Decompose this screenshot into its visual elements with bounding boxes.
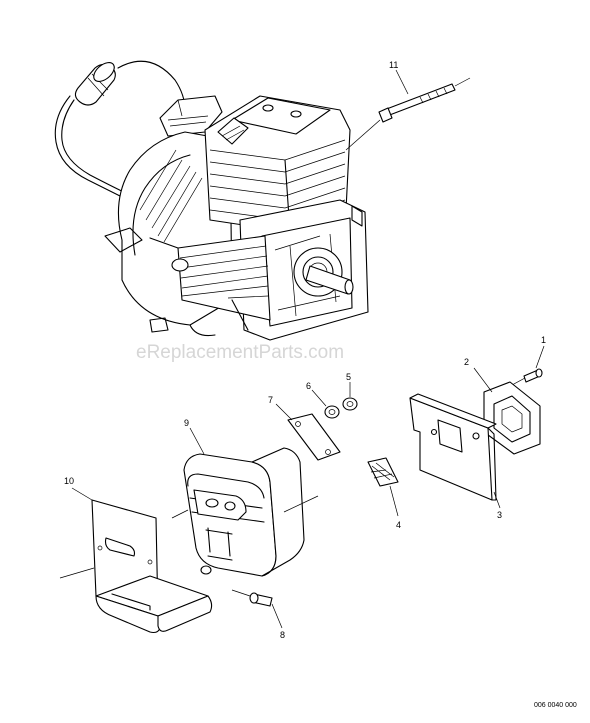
- spark-plug-boot: [54, 62, 131, 201]
- watermark: eReplacementParts.com: [136, 342, 344, 363]
- callout-8: 8: [280, 630, 285, 640]
- crankcase: [239, 199, 369, 341]
- part-4-spark-screen: [367, 457, 399, 517]
- part-7-gasket: [275, 403, 341, 461]
- part-10-heat-shield: [59, 487, 213, 634]
- cylinder: [204, 95, 351, 233]
- callout-6: 6: [306, 381, 311, 391]
- callout-11: 11: [389, 60, 398, 70]
- engine-assembly: [54, 60, 369, 341]
- callout-4: 4: [396, 520, 401, 530]
- callout-5: 5: [346, 372, 351, 382]
- callout-2: 2: [464, 357, 469, 367]
- callout-3: 3: [497, 510, 502, 520]
- part-1-screw: [511, 345, 545, 386]
- cooling-fins: [149, 235, 271, 331]
- document-number: 006 0040 000: [534, 702, 577, 709]
- callout-7: 7: [268, 395, 273, 405]
- part-8-bolt: [231, 589, 283, 629]
- part-6-washer: [311, 389, 340, 419]
- part-5-nut: [342, 382, 358, 411]
- part-3-bracket: [409, 393, 501, 509]
- callout-9: 9: [184, 418, 189, 428]
- part-9-muffler: [171, 427, 319, 577]
- callout-10: 10: [64, 476, 74, 486]
- callout-1: 1: [541, 335, 546, 345]
- part-11-bolt: [345, 69, 471, 151]
- ignition-coil: [159, 95, 223, 137]
